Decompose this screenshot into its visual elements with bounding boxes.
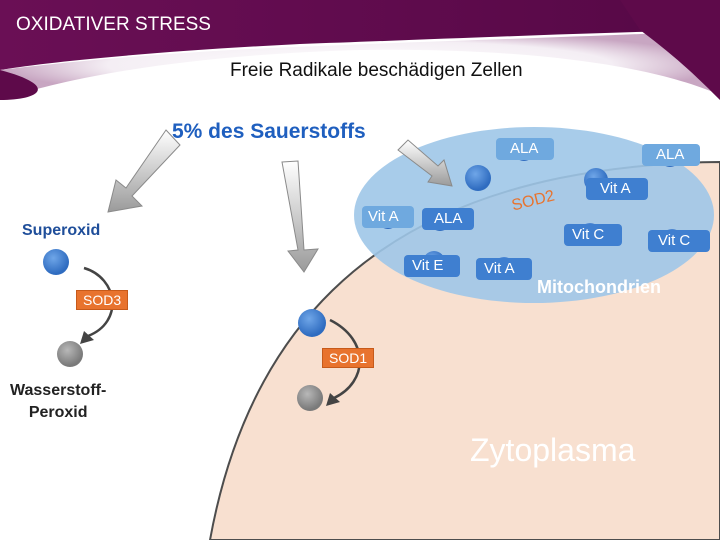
vit-c-label: Vit C	[658, 232, 691, 249]
peroxide-label-line2: Peroxid	[28, 404, 88, 421]
ala-pill	[642, 144, 700, 166]
vit-a-label: Vit A	[600, 180, 631, 197]
sod3-label: SOD3	[76, 290, 129, 310]
cytoplasm-label: Zytoplasma	[470, 432, 636, 468]
peroxide-label-line1: Wasserstoff-	[10, 382, 107, 399]
vit-c-label: Vit C	[572, 226, 605, 243]
hydrogen-peroxide-label: Wasserstoff- Peroxid	[10, 380, 106, 424]
sod1-arrow-head	[326, 393, 340, 406]
sod3-arrow-head	[80, 331, 94, 344]
vit-e-label: Vit E	[412, 257, 444, 274]
peroxide-ball	[57, 341, 83, 367]
radical-ball	[43, 249, 69, 275]
ala-label: ALA	[656, 146, 685, 163]
header-title: OXIDATIVER STRESS	[16, 14, 211, 35]
superoxid-label: Superoxid	[22, 222, 101, 239]
ala-pill	[496, 138, 554, 160]
header-band	[0, 0, 720, 100]
oxygen-arrow-middle	[281, 160, 319, 273]
ala-pill	[422, 208, 474, 230]
sod1-label: SOD1	[322, 348, 375, 368]
vit-a-pill	[362, 206, 414, 228]
oxygen-fraction-label: 5% des Sauerstoffs	[172, 120, 366, 143]
vit-e-pill	[404, 255, 460, 277]
peroxide-ball	[297, 385, 323, 411]
ala-label: ALA	[434, 210, 463, 227]
radical-ball	[298, 309, 326, 337]
oxygen-arrow-right	[397, 139, 453, 187]
header-subtitle: Freie Radikale beschädigen Zellen	[230, 60, 523, 81]
vit-a-label: Vit A	[484, 260, 515, 277]
oxygen-arrow-left	[107, 129, 181, 213]
vit-a-label: Vit A	[368, 208, 399, 225]
vit-c-pill	[648, 230, 710, 252]
radical-ball	[465, 165, 491, 191]
mitochondria-label: Mitochondrien	[537, 277, 661, 297]
vit-a-pill	[586, 178, 648, 200]
vit-c-pill	[564, 224, 622, 246]
ala-label: ALA	[510, 140, 539, 157]
vit-a-pill	[476, 258, 532, 280]
